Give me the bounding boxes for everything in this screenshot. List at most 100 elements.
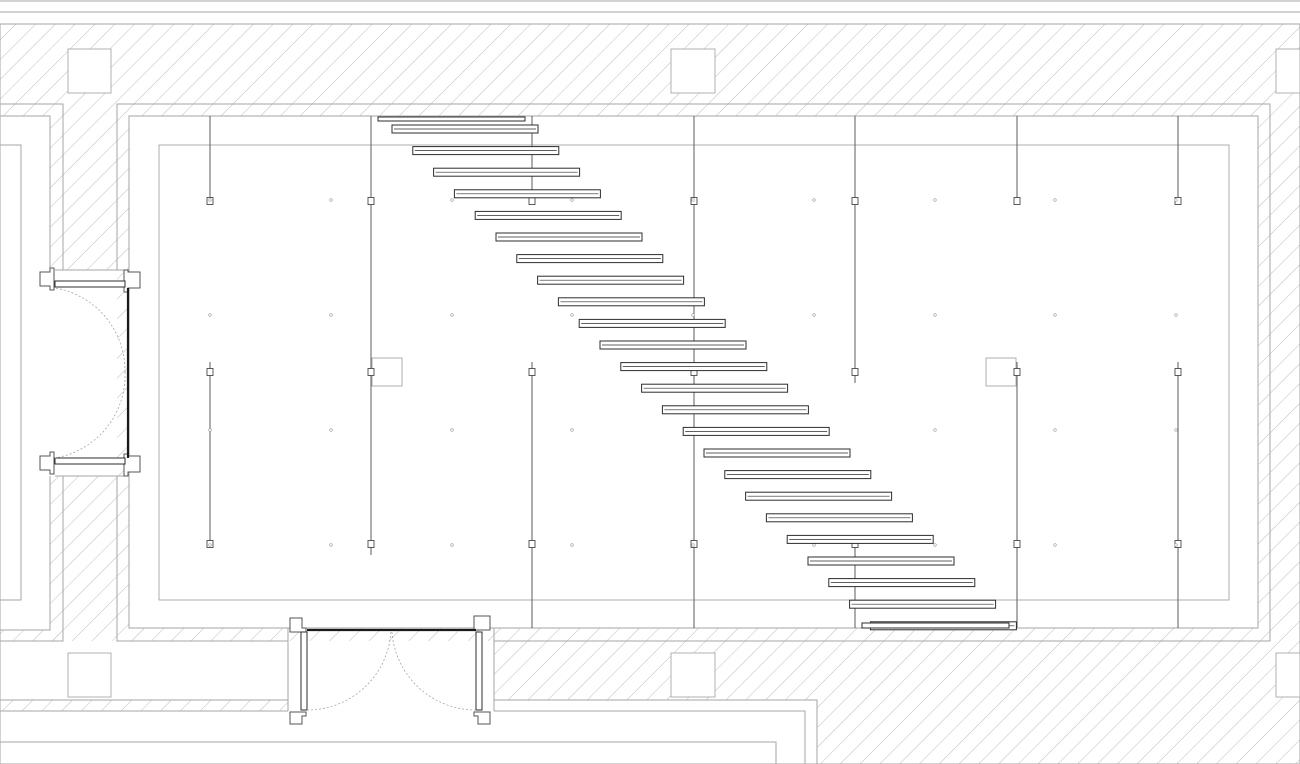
hanger-bolt	[367, 197, 375, 205]
door-leaf	[54, 280, 126, 288]
glass-panel	[745, 491, 893, 501]
door-leaf	[475, 631, 483, 711]
hanger-bolt	[367, 540, 375, 548]
column	[670, 48, 716, 94]
grid-dot	[1053, 198, 1057, 202]
hanger-bolt	[367, 368, 375, 376]
grid-dot	[329, 543, 333, 547]
grid-dot	[1174, 543, 1178, 547]
grid-dot	[1174, 313, 1178, 317]
door-jamb	[473, 711, 491, 725]
column-ghost	[371, 357, 403, 387]
grid-dot	[570, 543, 574, 547]
grid-dot	[1174, 198, 1178, 202]
glass-panel	[703, 448, 851, 458]
hanger-bolt	[1174, 368, 1182, 376]
grid-dot	[1174, 428, 1178, 432]
glass-panel	[828, 578, 976, 588]
glass-panel	[641, 383, 789, 393]
hanger-bolt	[206, 368, 214, 376]
glass-panel	[765, 513, 913, 523]
glass-panel	[620, 362, 768, 372]
grid-dot	[329, 198, 333, 202]
door-swing	[54, 287, 126, 373]
top-border	[0, 0, 1300, 25]
glass-panel	[599, 340, 747, 350]
grid-dot	[1053, 543, 1057, 547]
column-ghost	[985, 357, 1017, 387]
door-swing	[391, 631, 477, 711]
grid-dot	[691, 313, 695, 317]
door-swing	[306, 631, 392, 711]
door-jamb-top-right	[123, 269, 141, 293]
glass-panel	[516, 254, 664, 264]
column	[67, 652, 112, 698]
door-jamb-top	[39, 267, 55, 291]
grid-dot	[570, 313, 574, 317]
glass-panel	[724, 470, 872, 480]
door-swing	[54, 371, 126, 459]
column	[670, 652, 716, 698]
hanger-bolt	[851, 197, 859, 205]
grid-dot	[691, 198, 695, 202]
grid-dot	[450, 543, 454, 547]
glass-panel-partial	[377, 116, 526, 122]
glass-panel	[661, 405, 809, 415]
door-jamb	[473, 615, 491, 631]
door-jamb	[289, 617, 307, 633]
glass-panel-partial	[861, 622, 1010, 629]
glass-panel	[433, 167, 581, 177]
grid-dot	[208, 543, 212, 547]
left-double-door[interactable]	[39, 267, 141, 477]
glass-panel	[391, 124, 539, 134]
hanger-bolt	[528, 197, 536, 205]
glass-panel	[453, 189, 601, 199]
hanger-bolt	[528, 368, 536, 376]
column	[1275, 652, 1300, 698]
hanger-bolt	[1013, 197, 1021, 205]
door-jamb-bottom-right	[123, 453, 141, 477]
grid-dot	[570, 428, 574, 432]
grid-dot	[329, 428, 333, 432]
hanger-rods	[206, 116, 1182, 628]
glass-panel	[578, 318, 726, 328]
glass-panel	[495, 232, 643, 242]
grid-dot	[450, 313, 454, 317]
glass-panel	[849, 599, 997, 609]
door-leaf	[300, 631, 308, 711]
grid-dot	[329, 313, 333, 317]
bottom-double-door[interactable]	[289, 615, 491, 725]
glass-panel	[786, 534, 934, 544]
grid-dot	[450, 428, 454, 432]
grid-dot	[933, 543, 937, 547]
grid-dot	[812, 313, 816, 317]
grid-dot	[933, 428, 937, 432]
grid-dot	[691, 543, 695, 547]
grid-dot	[933, 313, 937, 317]
grid-dot	[812, 543, 816, 547]
door-leaf	[54, 457, 126, 465]
door-jamb	[289, 711, 307, 725]
structural-columns	[67, 48, 1300, 698]
glass-panel	[807, 556, 955, 566]
glass-panel	[412, 146, 560, 156]
column	[1275, 48, 1300, 94]
hanger-bolt	[1013, 368, 1021, 376]
glass-panel	[682, 426, 830, 436]
grid-dot	[208, 198, 212, 202]
glass-panel	[537, 275, 685, 285]
column	[67, 48, 112, 94]
grid-dot	[208, 313, 212, 317]
hanger-bolt	[528, 540, 536, 548]
grid-dot	[450, 198, 454, 202]
grid-dot	[812, 198, 816, 202]
grid-dot	[933, 198, 937, 202]
hanger-bolt	[1013, 540, 1021, 548]
grid-dots	[208, 198, 1178, 547]
grid-dot	[208, 428, 212, 432]
diagonal-panels	[377, 116, 1017, 631]
hatched-walls	[0, 24, 1300, 764]
door-jamb-bottom	[39, 451, 55, 475]
grid-dot	[1053, 313, 1057, 317]
